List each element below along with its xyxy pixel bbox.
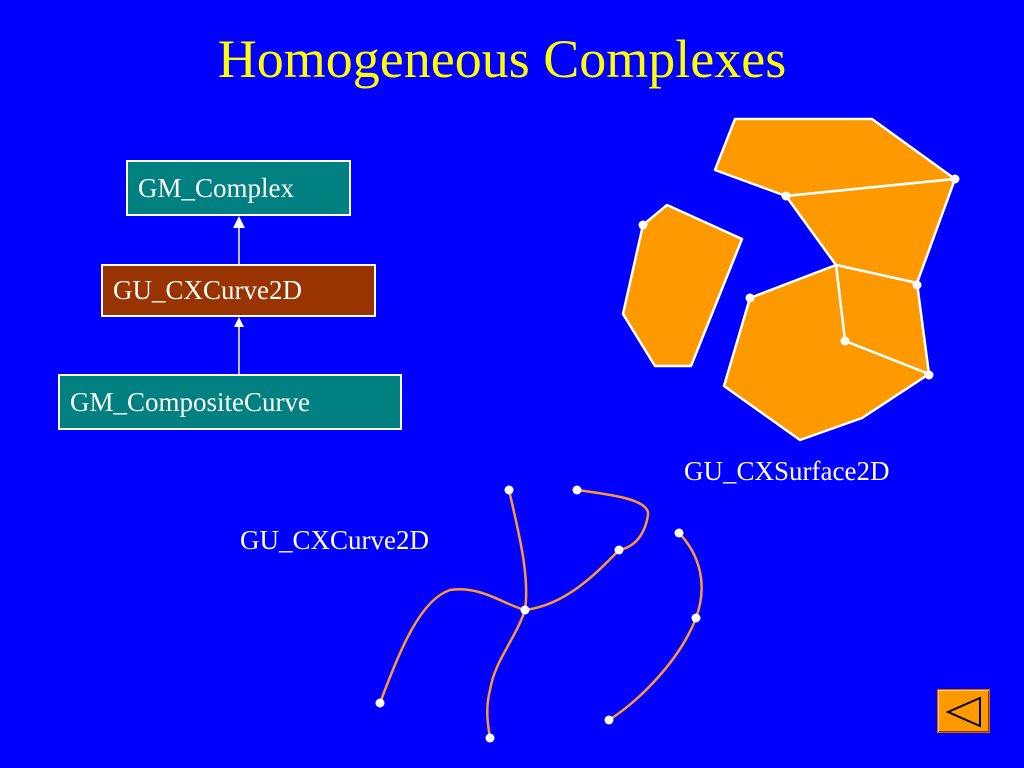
arrow-head-lower <box>234 317 244 327</box>
vertex <box>614 545 624 555</box>
back-button[interactable] <box>937 689 990 733</box>
curve-b <box>523 488 650 612</box>
vertex <box>572 485 582 495</box>
vertex <box>504 485 514 495</box>
vertex <box>691 613 701 623</box>
vertex <box>520 605 530 615</box>
curve-a <box>486 488 528 740</box>
curve-vertices <box>375 485 701 743</box>
surface-complex <box>621 117 957 442</box>
class-box-gu-cxcurve2d: GU_CXCurve2D <box>101 264 376 317</box>
vertex <box>924 370 934 380</box>
vertex <box>840 336 850 346</box>
vertex <box>604 715 614 725</box>
arrow-head-upper <box>233 216 245 228</box>
surface-polygon-left <box>621 203 744 368</box>
slide-title: Homogeneous Complexes <box>217 29 787 89</box>
triangle-left-icon <box>945 696 981 728</box>
curve-d <box>607 531 703 722</box>
curve-c <box>378 587 527 705</box>
class-name: GU_CXCurve2D <box>113 275 302 305</box>
class-box-gm-compositecurve: GM_CompositeCurve <box>58 374 402 430</box>
vertex <box>375 698 385 708</box>
vertex <box>638 220 648 230</box>
curve-complex <box>378 488 703 740</box>
vertex <box>745 293 755 303</box>
curve-label: GU_CXCurve2D <box>240 525 429 555</box>
vertex <box>674 528 684 538</box>
vertex <box>781 191 791 201</box>
surface-polygon-right-upper <box>784 177 957 285</box>
vertex <box>950 174 960 184</box>
vertex <box>485 733 495 743</box>
class-box-gm-complex: GM_Complex <box>126 160 351 216</box>
surface-vertices <box>638 174 960 380</box>
surface-label: GU_CXSurface2D <box>684 456 890 486</box>
class-name: GM_CompositeCurve <box>70 386 310 417</box>
class-name: GM_Complex <box>138 172 295 203</box>
inheritance-arrows <box>233 216 245 374</box>
surface-polygon-bottom <box>722 263 931 442</box>
vertex <box>912 280 922 290</box>
